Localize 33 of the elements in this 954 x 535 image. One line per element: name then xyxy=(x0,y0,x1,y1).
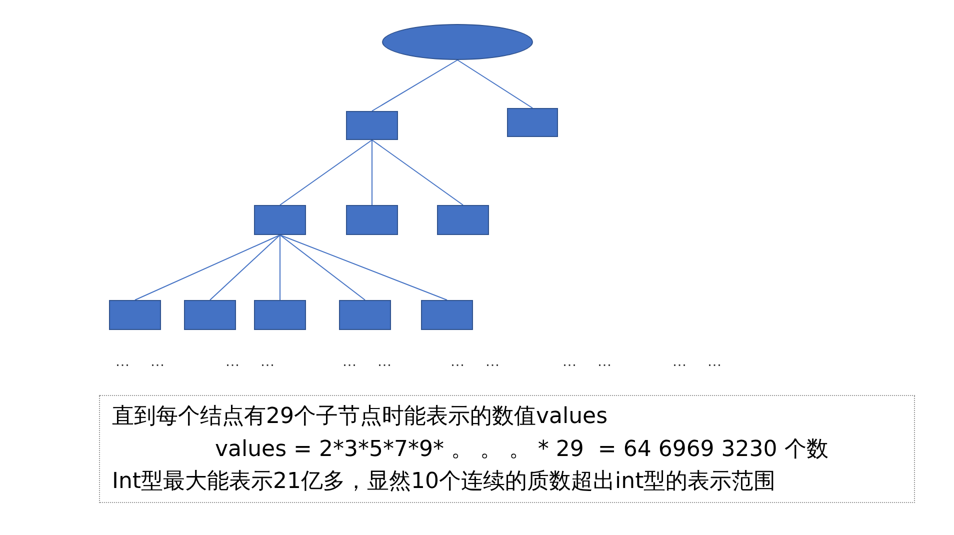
ellipsis-mark: … xyxy=(450,354,465,369)
connector-line xyxy=(372,140,464,206)
box-node xyxy=(507,108,558,137)
box-node xyxy=(254,300,306,330)
ellipsis-mark: … xyxy=(260,354,275,369)
formula-text: values = 2*3*5*7*9* 。 。 。 * 29 = 64 6969 3230 个数 xyxy=(215,436,828,464)
ellipsis-mark: … xyxy=(377,354,392,369)
ellipsis-mark: … xyxy=(485,354,500,369)
text-line: 直到每个结点有29个子节点时能表示的数值values xyxy=(112,403,608,431)
ellipsis-mark: … xyxy=(225,354,240,369)
text-line: Int型最大能表示21亿多，显然10个连续的质数超出int型的表示范围 xyxy=(112,468,776,496)
box-node xyxy=(339,300,391,330)
connector-line xyxy=(280,140,372,206)
ellipsis-mark: … xyxy=(672,354,687,369)
box-node xyxy=(184,300,236,330)
connector-line xyxy=(134,234,280,300)
ellipsis-mark: … xyxy=(342,354,357,369)
box-node xyxy=(421,300,473,330)
ellipsis-mark: … xyxy=(115,354,130,369)
box-node xyxy=(109,300,161,330)
connector-line xyxy=(210,234,280,300)
connector-line xyxy=(372,60,458,112)
ellipsis-mark: … xyxy=(150,354,165,369)
box-node xyxy=(346,205,398,235)
ellipsis-mark: … xyxy=(562,354,577,369)
connector-line xyxy=(280,234,366,300)
ellipsis-mark: … xyxy=(707,354,722,369)
box-node xyxy=(254,205,306,235)
connector-line xyxy=(280,234,448,300)
box-node xyxy=(346,111,398,140)
connector-line xyxy=(457,60,533,108)
ellipsis-mark: … xyxy=(597,354,612,369)
box-node xyxy=(437,205,489,235)
